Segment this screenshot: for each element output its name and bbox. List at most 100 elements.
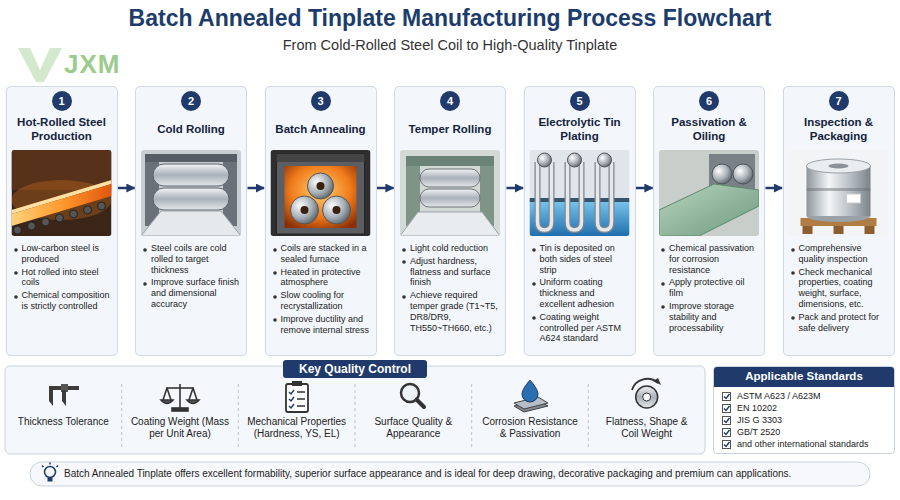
coil-icon [643,393,651,401]
balance-icon [167,388,171,400]
cold-rolling-illustration [153,188,229,210]
card-background [783,86,895,356]
standard-name: EN 10202 [737,402,777,414]
drop-icon [522,380,538,402]
quality-control-panel: Key Quality ControlThickness ToleranceCo… [5,366,705,454]
bullet-row: Hot rolled into steel coils [13,267,112,289]
step-heading-box: Passivation & Oiling [658,113,760,147]
bullet-list: Low-carbon steel is producedHot rolled i… [13,243,112,314]
bullet-dot [273,248,277,252]
coil-packaging-illustration [807,159,871,173]
coil-icon [636,386,658,408]
checkbox-icon [722,404,731,413]
standard-row: ASTM A623 / A623M [722,390,888,402]
watermark-logo [18,48,62,82]
label-holder: From Cold-Rolled Steel Coil to High-Qual… [0,37,900,54]
quality-item: Mechanical Properties (Hardness, YS, EL) [238,416,355,440]
clipboard-icon [289,390,294,408]
bullet-dot [790,270,796,276]
checkbox-icon [724,406,730,411]
step-number: 5 [576,96,582,107]
passivation-illustration [659,184,759,236]
heading-pill-holder: Key Quality Control [5,359,705,378]
bullet-dot [142,281,148,287]
hot-rolling-illustration [12,150,112,236]
bullet-dot [531,281,537,287]
coil-packaging-illustration [789,150,889,236]
bullet-dot [273,295,277,299]
bullet-dot [532,248,536,252]
process-step-card: Passivation & OilingChemical passivation… [653,86,765,356]
bullet-row: Adjust hardness, flatness and surface fi… [401,256,500,288]
bullet-text: Apply protective oil film [669,277,759,299]
checkbox-icon [723,428,731,436]
annealing-furnace-illustration [271,150,371,236]
step-number-circle: 1 [52,91,72,111]
checkbox-icon [723,440,731,448]
cold-rolling-illustration [153,164,229,186]
standards-panel: Applicable StandardsASTM A623 / A623MEN … [713,366,895,454]
tin-plating-illustration [538,153,552,167]
bullet-text: Chemical composition is strictly control… [22,290,112,312]
divider-line [588,384,589,448]
lightbulb-icon [42,463,58,482]
tin-plating-illustration [530,150,630,236]
flow-arrow [766,187,783,190]
bullet-dot [13,247,19,253]
clipboard-icon [286,384,308,412]
step-heading-box: Electrolytic Tin Plating [529,113,631,147]
bullet-dot [532,316,536,320]
watermark-logo [18,48,62,82]
balance-icon [189,388,193,400]
bullet-row: Apply protective oil film [660,277,759,299]
lightbulb-icon [48,478,53,482]
temper-rolling-illustration [420,189,480,207]
lightbulb-icon [42,466,44,468]
cold-rolling-illustration [141,150,241,236]
bullet-dot [273,271,277,275]
step-heading-box: Cold Rolling [140,113,242,147]
hot-rolling-illustration [28,222,36,230]
annealing-furnace-illustration [277,154,365,162]
bullet-dot [143,248,147,252]
caption-text: Batch Annealed Tinplate offers excellent… [64,467,858,481]
checkbox-icon [724,418,730,423]
passivation-illustration [659,150,759,236]
bullet-text: Coils are stacked in a sealed furnace [281,243,371,265]
checkbox-icon [723,404,731,412]
bullet-text: Improve storage stability and processabi… [669,301,759,333]
bullet-list: Tin is deposited on both sides of steel … [531,243,630,346]
bullet-dot [660,281,666,287]
card-background [135,86,247,356]
tin-plating-illustration [538,162,612,230]
cold-rolling-illustration [141,150,241,236]
coil-packaging-illustration [789,150,889,236]
title-holder: Batch Annealed Tinplate Manufacturing Pr… [0,5,900,33]
passivation-illustration [659,150,759,236]
bullet-dot [13,294,19,300]
bullet-list: Coils are stacked in a sealed furnaceHea… [272,243,371,337]
card-background [394,86,506,356]
bullet-dot [13,270,19,276]
card-background [265,86,377,356]
checkbox-icon [722,392,731,401]
tin-plating-illustration [598,153,612,167]
temper-rolling-illustration [406,156,494,166]
bullet-row: Heated in protective atmosphere [272,267,371,289]
bullet-text: Pack and protect for safe delivery [799,312,889,334]
divider-line [122,384,589,448]
bullet-dot [402,295,406,299]
bullet-row: Coils are stacked in a sealed furnace [272,243,371,265]
tin-plating-illustration [538,162,612,230]
step-heading: Temper Rolling [409,123,492,137]
bullet-text: Achieve required temper grade (T1~T5, DR… [410,290,500,333]
bullet-text: Coating weight controlled per ASTM A624 … [540,312,630,344]
standard-row: and other international standards [722,438,888,450]
step-number: 2 [188,96,194,107]
step-heading: Batch Annealing [275,123,365,137]
hot-rolling-illustration [12,184,112,226]
bullet-text: Comprehensive quality inspection [799,243,889,265]
quality-item-label: Flatness, Shape & Coil Weight [596,416,697,440]
bullet-dot [532,282,536,286]
bullet-text: Adjust hardness, flatness and surface fi… [410,256,500,288]
